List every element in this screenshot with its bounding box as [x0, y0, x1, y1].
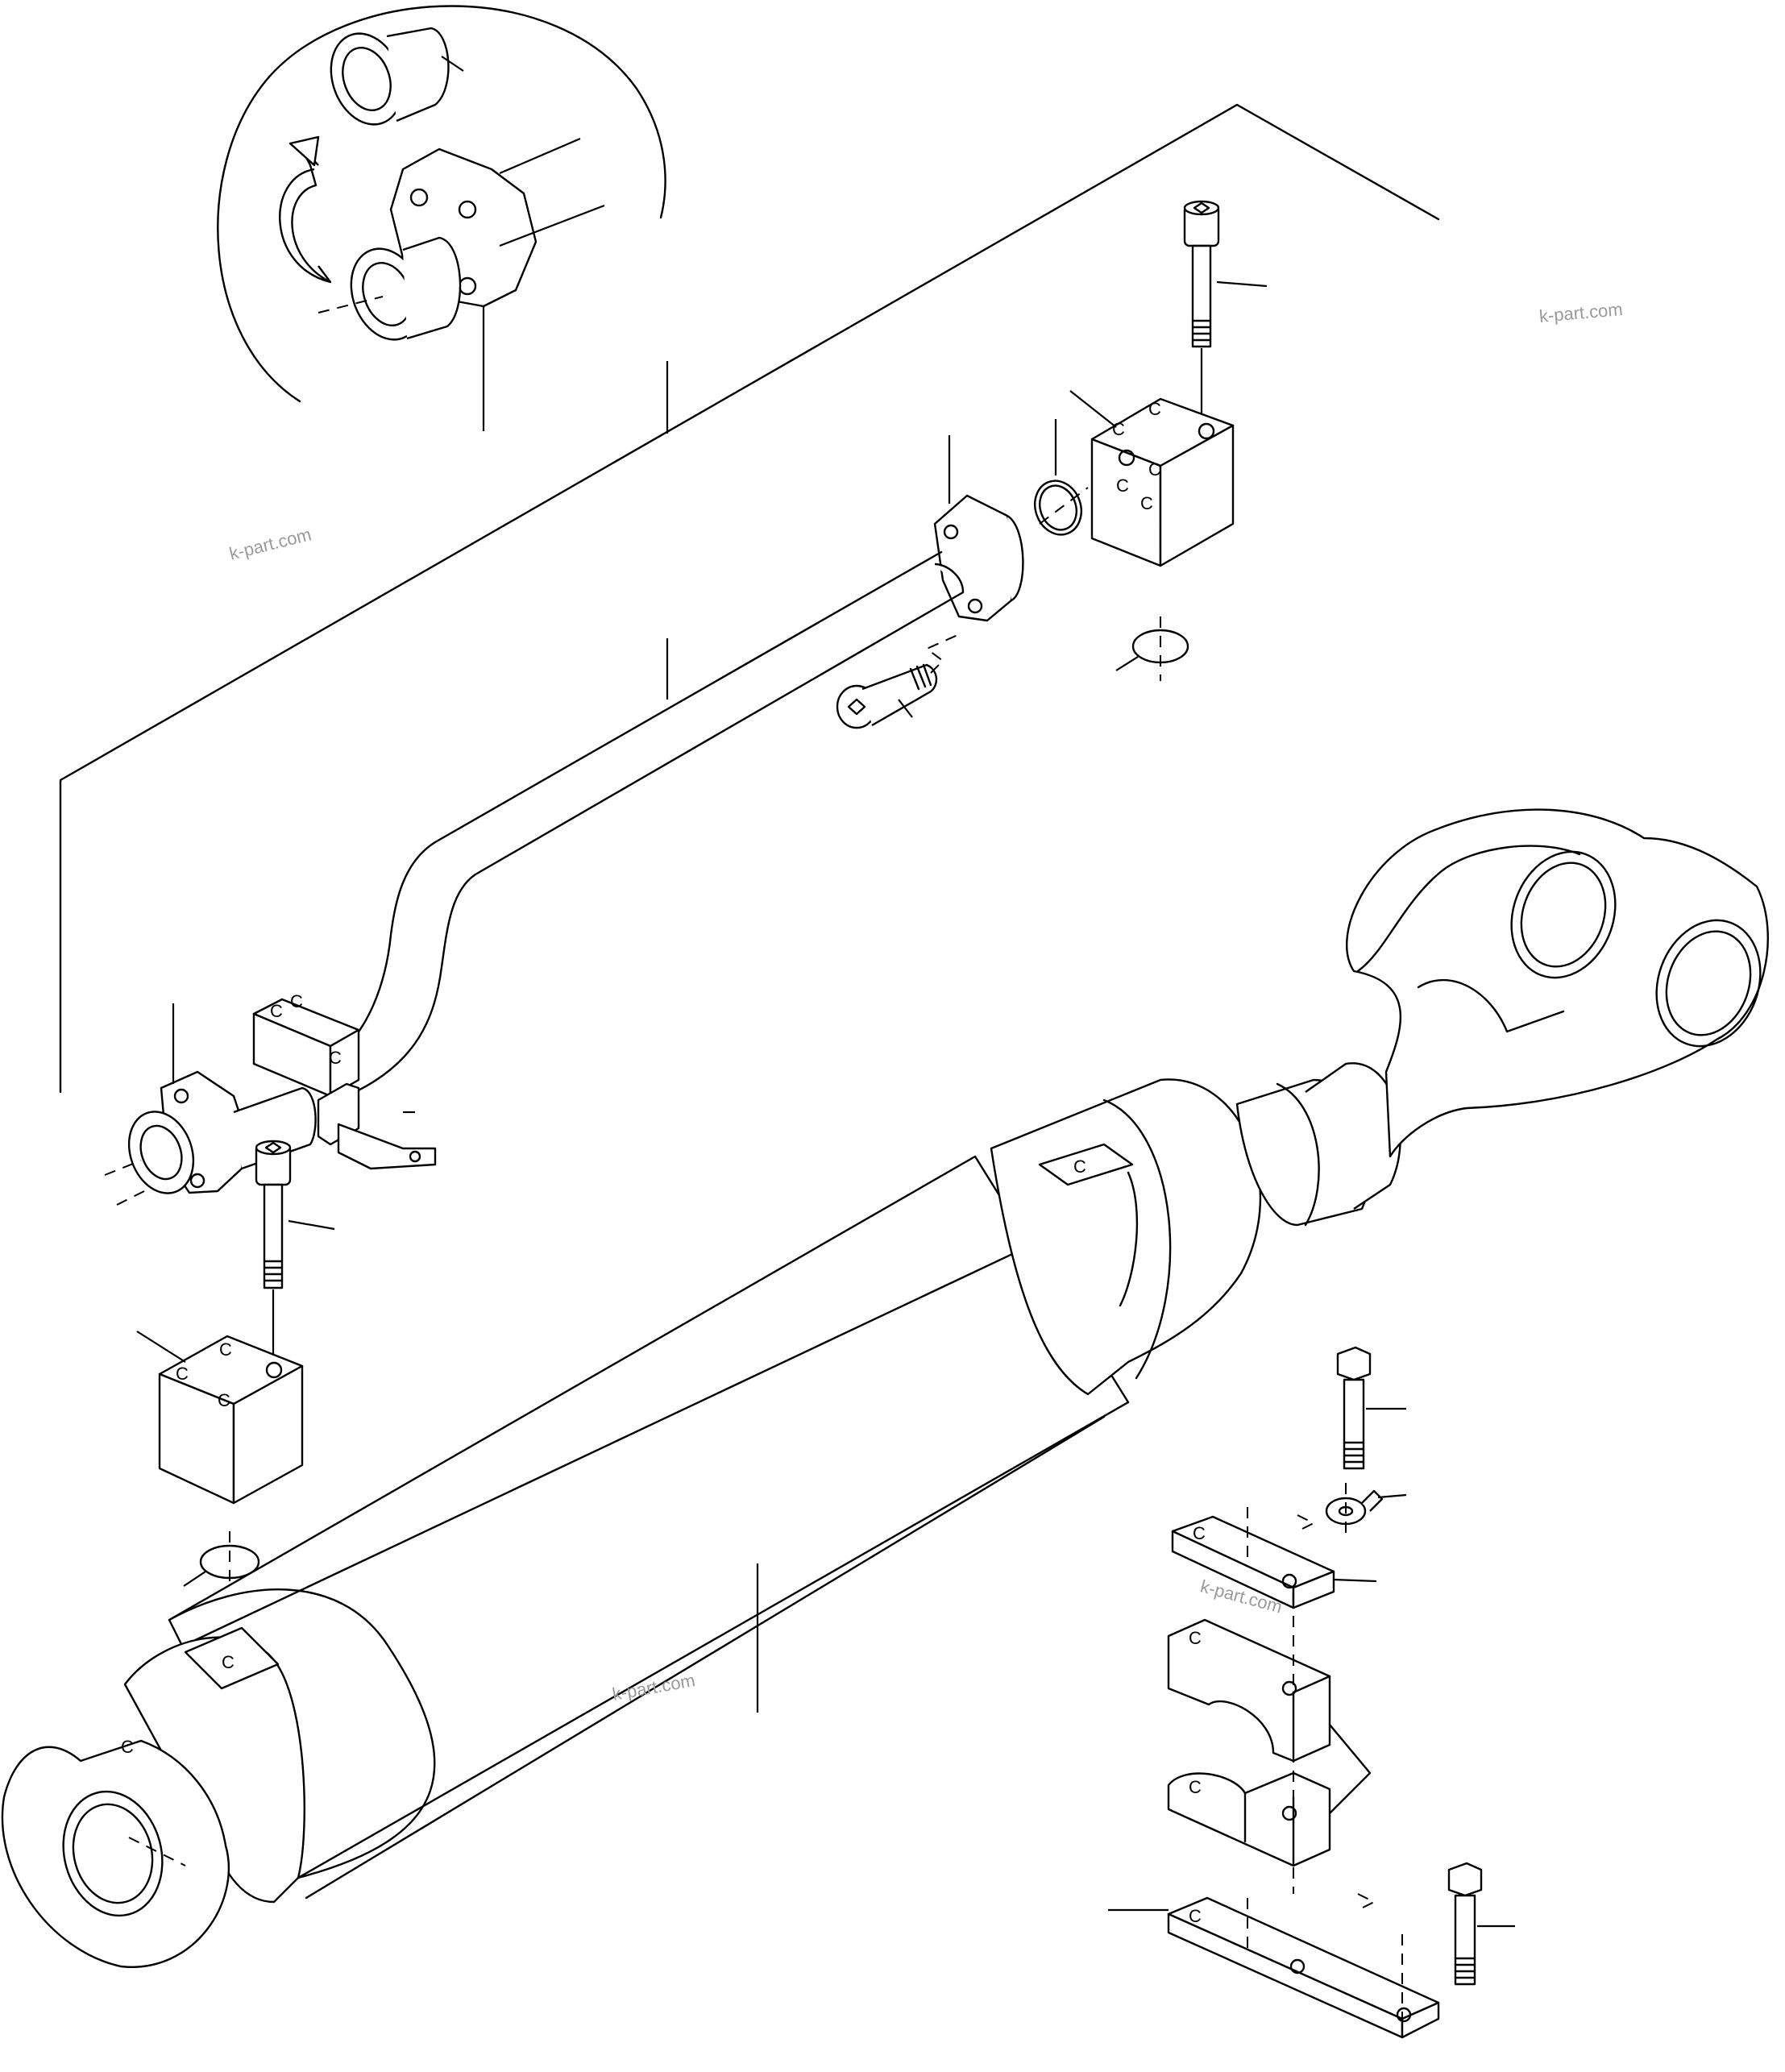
clamp-plate-bottom[interactable]: C — [1108, 1893, 1440, 2039]
tube-end-flange[interactable] — [104, 1003, 317, 1206]
svg-text:C: C — [176, 1364, 189, 1384]
bolt-clamp-bottom[interactable] — [1401, 1862, 1515, 2023]
svg-text:C: C — [270, 1001, 283, 1021]
svg-text:C: C — [1193, 1523, 1206, 1543]
svg-text:C: C — [219, 1339, 232, 1360]
bolt-middle[interactable] — [836, 632, 964, 729]
tube-group-bracket — [59, 103, 1440, 1094]
svg-text:C: C — [218, 1390, 230, 1410]
o-ring-lower-left[interactable] — [183, 1531, 260, 1592]
rotation-arrow-icon — [279, 135, 332, 284]
washer-tab[interactable] — [1325, 1483, 1407, 1535]
fitting-detail-upper[interactable] — [319, 23, 464, 135]
flange-detail[interactable] — [318, 137, 605, 431]
hydraulic-tube[interactable] — [321, 550, 965, 1098]
svg-text:C: C — [121, 1737, 134, 1757]
clamp-half-upper[interactable]: C — [1167, 1618, 1372, 1815]
svg-text:C: C — [1140, 493, 1153, 513]
svg-text:C: C — [1148, 459, 1161, 480]
bolt-lower-left[interactable] — [255, 1140, 335, 1362]
svg-text:C: C — [1189, 1906, 1202, 1926]
svg-text:C: C — [1073, 1156, 1086, 1177]
detail-inset — [217, 5, 666, 431]
svg-text:C: C — [1148, 399, 1161, 419]
svg-text:C: C — [222, 1652, 235, 1672]
clamp-half-lower[interactable]: C — [1167, 1616, 1331, 1894]
o-ring-right[interactable] — [1115, 617, 1189, 681]
clamp-plate-top[interactable]: C — [1171, 1507, 1377, 1609]
svg-text:C: C — [1189, 1628, 1202, 1648]
hydraulic-cylinder[interactable]: C C C — [1, 808, 1778, 1968]
block-lower-left[interactable]: C C C — [136, 1331, 304, 1505]
svg-text:C: C — [290, 991, 303, 1011]
svg-text:C: C — [1116, 475, 1129, 496]
bolt-clamp-top[interactable] — [1336, 1346, 1406, 1470]
svg-text:C: C — [329, 1048, 342, 1068]
bolt-upper-right[interactable] — [1183, 200, 1268, 427]
o-ring-upper[interactable] — [1027, 419, 1089, 542]
block-upper-right[interactable]: CC CC C — [1069, 390, 1235, 567]
svg-text:C: C — [1189, 1777, 1202, 1797]
svg-text:C: C — [1112, 419, 1125, 439]
flange-upper[interactable] — [933, 435, 1024, 622]
